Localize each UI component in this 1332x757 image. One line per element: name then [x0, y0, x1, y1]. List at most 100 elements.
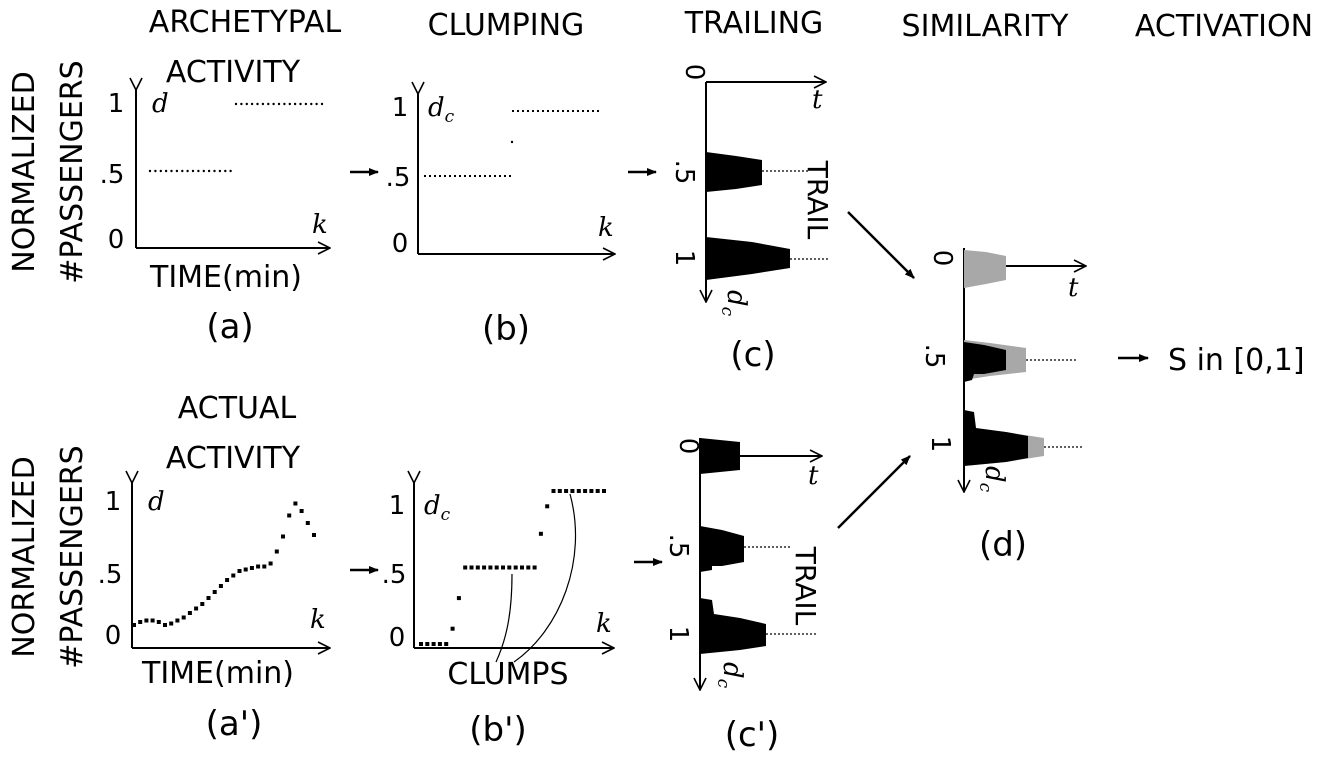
panel-c-prime-trail-half: [700, 526, 744, 572]
actual-d-point: [305, 521, 310, 525]
panel-b-prime: 1 .5 0 dc k CLUMPS (b'): [382, 483, 614, 750]
actual-d-point: [225, 578, 230, 582]
actual-dc-point: [482, 565, 487, 570]
panel-c-prime-trail-label: TRAIL: [789, 546, 822, 626]
actual-dc-point: [494, 565, 499, 570]
y-title-bottom-line2: #PASSENGERS: [55, 445, 90, 668]
panel-b-prime-tick-0: 0: [389, 623, 406, 653]
caption-c: (c): [730, 335, 775, 375]
y-axis-titles: NORMALIZED #PASSENGERS NORMALIZED #PASSE…: [7, 60, 90, 668]
actual-dc-point: [557, 489, 562, 493]
archetypal-d-point: [256, 102, 259, 106]
archetypal-d-point: [288, 102, 291, 106]
y-title-top-line1: NORMALIZED: [7, 71, 42, 272]
column-headers: ARCHETYPAL ACTIVITY CLUMPING TRAILING SI…: [149, 5, 1313, 476]
actual-d-point: [144, 618, 149, 623]
panel-a-prime-time-label: TIME(min): [141, 656, 294, 691]
header-actual: ACTUAL: [178, 391, 297, 426]
archetypal-d-point: [234, 102, 238, 106]
archetypal-d-point: [186, 169, 189, 173]
actual-d-point: [175, 618, 180, 623]
header-clumping: CLUMPING: [428, 8, 585, 43]
actual-dc-point: [520, 565, 524, 570]
actual-d-point: [194, 606, 199, 611]
archetypal-d-point: [224, 169, 227, 173]
y-title-top-line2: #PASSENGERS: [55, 60, 90, 283]
actual-dc-point: [425, 642, 430, 646]
archetypal-d-point: [245, 102, 248, 106]
panel-c-tick-0: 0: [679, 64, 709, 81]
actual-dc-point: [437, 642, 442, 646]
panel-c-trail-half: [706, 152, 762, 192]
panel-c-t-label: t: [812, 85, 823, 115]
archetypal-d-point: [170, 169, 173, 173]
panel-a-prime-tick-1: 1: [105, 487, 122, 517]
output-label: S in [0,1]: [1168, 343, 1305, 378]
actual-d-point: [268, 561, 273, 566]
actual-dc-point: [513, 565, 518, 570]
panel-b-prime-tick-1: 1: [389, 491, 406, 521]
header-actual-activity: ACTIVITY: [166, 441, 301, 476]
archetypal-d-point: [315, 102, 318, 106]
panel-b-dc-label: dc: [428, 93, 455, 127]
actual-d-point: [293, 501, 298, 506]
panel-b-k-label: k: [598, 213, 614, 243]
panel-d-tick-1: 1: [925, 436, 955, 453]
panel-a-time-label: TIME(min): [149, 260, 302, 295]
archetypal-d-point: [240, 102, 243, 106]
panel-c-prime-t-label: t: [808, 461, 819, 491]
actual-dc-point: [570, 489, 575, 493]
actual-dc-point: [589, 489, 594, 493]
actual-d-point: [200, 602, 205, 606]
archetypal-d-point: [310, 102, 313, 106]
panel-b-prime-k-label: k: [596, 609, 612, 639]
panel-c-prime-tick-0: 0: [673, 438, 703, 455]
actual-d-point: [150, 618, 155, 623]
actual-dc-point: [419, 642, 423, 646]
actual-dc-point: [583, 489, 588, 493]
panel-d-tick-0: 0: [927, 250, 957, 267]
actual-d-point: [312, 533, 316, 537]
actual-d-point: [237, 569, 242, 573]
archetypal-d-point: [164, 169, 168, 173]
archetypal-d-point: [272, 102, 275, 106]
actual-d-point: [243, 567, 248, 572]
panel-d-archetypal-zero: [964, 250, 1006, 288]
header-similarity: SIMILARITY: [902, 9, 1070, 44]
actual-d-point: [274, 549, 279, 554]
archetypal-d-point: [148, 169, 152, 173]
actual-dc-point: [526, 565, 531, 570]
caption-a: (a): [206, 307, 253, 347]
actual-d-point: [212, 590, 217, 594]
actual-dc-point: [488, 565, 493, 570]
actual-dc-point: [456, 596, 461, 601]
actual-d-point: [256, 564, 261, 569]
archetypal-d-point: [267, 102, 270, 106]
actual-d-point: [231, 573, 236, 578]
actual-d-point: [299, 509, 304, 513]
arrow-c-prime-to-d: [837, 455, 911, 529]
panel-c-dc-label: dc: [717, 290, 751, 317]
caption-b: (b): [482, 309, 530, 349]
arrow-c-to-d: [847, 211, 915, 279]
archetypal-d-point: [229, 169, 232, 173]
panel-d-actual-one: [964, 410, 1028, 466]
panel-d-tick-half: .5: [919, 344, 949, 369]
actual-d-point: [287, 513, 292, 518]
clumps-pointer-half: [495, 573, 513, 663]
archetypal-d-point: [293, 102, 297, 106]
series-actual-dc: [419, 489, 606, 646]
panel-b: 1 .5 0 dc k (b): [386, 93, 615, 349]
panel-d-actual-half: [964, 342, 1006, 382]
panel-d-dc-label: dc: [975, 466, 1009, 493]
actual-dc-point: [507, 565, 512, 570]
panel-a-tick-0: 0: [108, 225, 125, 255]
panel-b-prime-tick-half: .5: [382, 560, 407, 590]
actual-dc-point: [444, 642, 449, 646]
actual-d-point: [218, 584, 223, 588]
panel-c-prime-tick-1: 1: [663, 626, 693, 643]
series-actual-d: [132, 501, 316, 627]
archetypal-d-point: [154, 169, 157, 173]
actual-d-point: [132, 623, 136, 627]
header-archetypal-activity: ACTIVITY: [166, 55, 301, 90]
